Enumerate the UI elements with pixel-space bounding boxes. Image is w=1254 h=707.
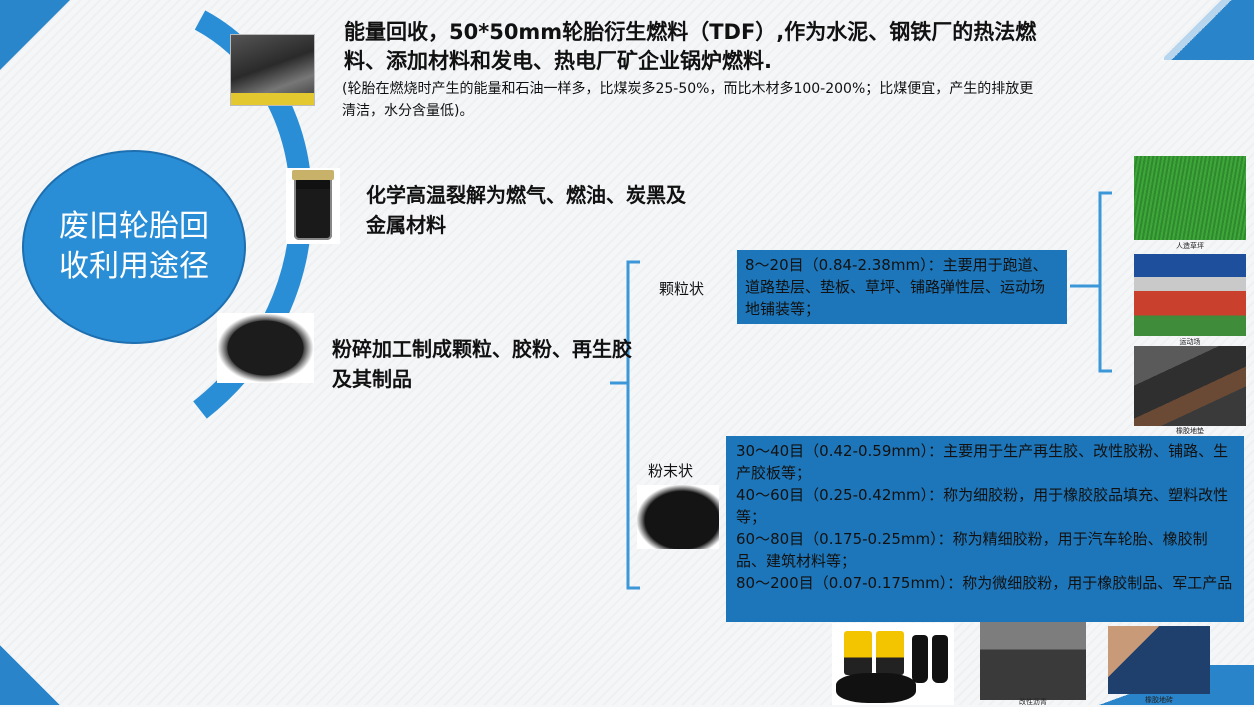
rubber-granule-photo	[217, 313, 314, 383]
item-pyrolysis-title: 化学高温裂解为燃气、燃油、炭黑及金属材料	[366, 183, 686, 237]
granule-description-box: 8～20目（0.84-2.38mm）：主要用于跑道、道路垫层、垫板、草坪、铺路弹…	[737, 250, 1067, 324]
center-circle: 废旧轮胎回收利用途径	[22, 150, 246, 344]
artificial-turf-thumb	[1134, 156, 1246, 240]
boot-icon	[912, 635, 928, 683]
tdf-photo	[230, 34, 315, 106]
oil-jar-photo	[286, 168, 340, 244]
rubber-mat-caption: 橡胶地垫	[1176, 427, 1204, 435]
rubber-tile-photo	[1108, 626, 1210, 694]
stadium-thumb	[1134, 254, 1246, 336]
jar-body	[294, 176, 332, 240]
granule-description: 8～20目（0.84-2.38mm）：主要用于跑道、道路垫层、垫板、草坪、铺路弹…	[745, 256, 1048, 318]
corner-decoration-top-right-line	[1164, 0, 1254, 60]
powder-line: 60～80目（0.175-0.25mm）：称为精细胶粉，用于汽车轮胎、橡胶制品、…	[736, 530, 1208, 570]
powder-line: 80～200目（0.07-0.175mm）：称为微细胶粉，用于橡胶制品、军工产品	[736, 574, 1233, 592]
rubber-powder-photo	[637, 485, 719, 549]
stadium-caption: 运动场	[1179, 338, 1201, 346]
boot-icon	[932, 635, 948, 683]
powder-description-box: 30～40目（0.42-0.59mm）：主要用于生产再生胶、改性胶粉、铺路、生产…	[726, 436, 1244, 622]
center-title: 废旧轮胎回收利用途径	[59, 209, 209, 284]
artificial-turf-caption: 人造草坪	[1176, 242, 1204, 250]
roll-icon	[836, 673, 916, 703]
item-energy-title: 能量回收，50*50mm轮胎衍生燃料（TDF）,作为水泥、钢铁厂的热法燃料、添加…	[344, 20, 1037, 73]
powder-line: 30～40目（0.42-0.59mm）：主要用于生产再生胶、改性胶粉、铺路、生产…	[736, 442, 1229, 482]
granule-label: 颗粒状	[659, 280, 705, 298]
corner-decoration-top-left	[0, 0, 70, 70]
modified-asphalt-caption: 改性沥青	[1019, 698, 1047, 706]
modified-asphalt-photo	[980, 622, 1086, 700]
bucket-icon	[844, 631, 872, 675]
corner-decoration-bottom-left	[0, 615, 60, 705]
branch-bracket	[610, 260, 640, 590]
rubber-tile-caption: 橡胶地砖	[1145, 696, 1173, 704]
item-crushing-title: 粉碎加工制成颗粒、胶粉、再生胶及其制品	[332, 337, 632, 391]
thumb-bracket	[1070, 191, 1112, 373]
jar-cap	[292, 170, 334, 180]
products-photo	[832, 623, 954, 705]
bucket-icon	[876, 631, 904, 675]
powder-line: 40～60目（0.25-0.42mm）：称为细胶粉，用于橡胶胶品填充、塑料改性等…	[736, 486, 1229, 526]
rubber-mat-thumb	[1134, 346, 1246, 426]
item-energy-note: (轮胎在燃烧时产生的能量和石油一样多，比煤炭多25-50%，而比木材多100-2…	[342, 81, 1034, 119]
powder-label: 粉末状	[648, 462, 694, 480]
